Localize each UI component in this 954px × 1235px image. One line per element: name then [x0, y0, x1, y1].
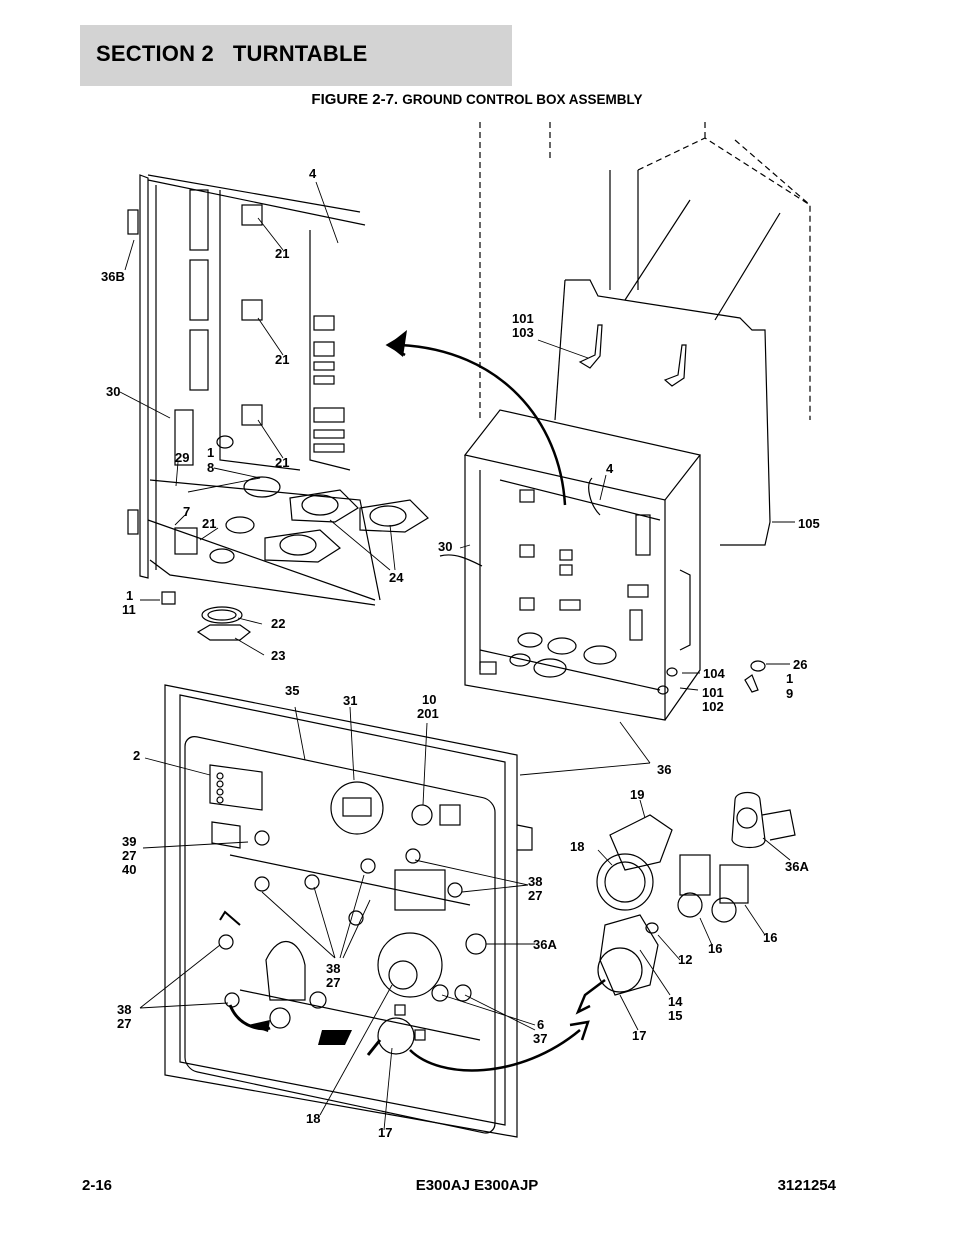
callout-6: 6 — [537, 1017, 544, 1032]
model-number: E300AJ E300AJP — [415, 1177, 539, 1194]
callout-38-b: 38 — [326, 961, 340, 976]
callout-29: 29 — [175, 450, 189, 465]
callout-24: 24 — [389, 570, 404, 585]
callout-22: 22 — [271, 616, 285, 631]
callout-17-bottom: 17 — [378, 1125, 392, 1140]
callout-1-b: 1 — [126, 588, 133, 603]
callout-26: 26 — [793, 657, 807, 672]
callout-14: 14 — [668, 994, 683, 1009]
section-heading: SECTION 2 TURNTABLE — [96, 41, 367, 67]
callout-38-c: 38 — [117, 1002, 131, 1017]
page-number: 2-16 — [82, 1177, 113, 1194]
callout-102: 102 — [702, 699, 724, 714]
callout-30-right: 30 — [438, 539, 452, 554]
callout-12: 12 — [678, 952, 692, 967]
section-title: TURNTABLE — [232, 41, 368, 66]
mounting-bracket-outline — [479, 122, 811, 420]
closed-control-box — [463, 409, 702, 721]
callout-104: 104 — [703, 666, 725, 681]
callout-38-a: 38 — [528, 874, 542, 889]
callout-19: 19 — [630, 787, 644, 802]
callout-7: 7 — [183, 504, 190, 519]
loose-components — [575, 791, 796, 1015]
callout-27-c: 27 — [326, 975, 340, 990]
callout-4-right: 4 — [606, 461, 614, 476]
callout-16-a: 16 — [708, 941, 722, 956]
figure-title: FIGURE 2-7. GROUND CONTROL BOX ASSEMBLY — [0, 91, 954, 108]
callout-27-b: 27 — [528, 888, 542, 903]
callout-15: 15 — [668, 1008, 682, 1023]
callout-4-left: 4 — [309, 166, 317, 181]
section-number: SECTION 2 — [96, 41, 214, 66]
callout-36: 36 — [657, 762, 671, 777]
callout-105: 105 — [798, 516, 820, 531]
callout-2: 2 — [133, 748, 140, 763]
callout-11: 11 — [122, 602, 136, 617]
open-control-box-interior — [127, 174, 429, 641]
callout-27-a: 27 — [122, 848, 136, 863]
callout-31: 31 — [343, 693, 357, 708]
callout-1-c: 1 — [786, 671, 793, 686]
callout-23: 23 — [271, 648, 285, 663]
callout-17-right: 17 — [632, 1028, 646, 1043]
callout-101-a: 101 — [512, 311, 534, 326]
document-number: 3121254 — [777, 1177, 836, 1194]
section-header: SECTION 2 TURNTABLE — [80, 25, 512, 86]
callout-16-b: 16 — [763, 930, 777, 945]
leader-lines — [119, 181, 795, 1131]
callout-8: 8 — [207, 460, 214, 475]
figure-caption: GROUND CONTROL BOX ASSEMBLY — [402, 92, 643, 107]
callout-36a-panel: 36A — [533, 937, 557, 952]
callout-36a-right: 36A — [785, 859, 809, 874]
callout-35: 35 — [285, 683, 299, 698]
callout-30-left: 30 — [106, 384, 120, 399]
callout-36b: 36B — [101, 269, 125, 284]
rotation-arrow-small — [588, 477, 601, 516]
callout-21-b: 21 — [275, 352, 289, 367]
figure-number: FIGURE 2-7. — [311, 91, 399, 108]
front-control-panel — [164, 684, 590, 1138]
callout-21-a: 21 — [275, 246, 289, 261]
callout-103: 103 — [512, 325, 534, 340]
callout-201: 201 — [417, 706, 439, 721]
callout-21-c: 21 — [275, 455, 289, 470]
callout-37: 37 — [533, 1031, 547, 1046]
callout-10: 10 — [422, 692, 436, 707]
callout-1-a: 1 — [207, 445, 214, 460]
callout-18-right: 18 — [570, 839, 584, 854]
callout-21-d: 21 — [202, 516, 216, 531]
callout-27-d: 27 — [117, 1016, 131, 1031]
callout-39: 39 — [122, 834, 136, 849]
callout-18-bottom: 18 — [306, 1111, 320, 1126]
assembly-arrow — [409, 1029, 581, 1072]
callout-40: 40 — [122, 862, 136, 877]
callout-9: 9 — [786, 686, 793, 701]
callout-101-b: 101 — [702, 685, 724, 700]
rotation-arrow-large — [399, 343, 567, 506]
back-plate — [565, 279, 771, 546]
